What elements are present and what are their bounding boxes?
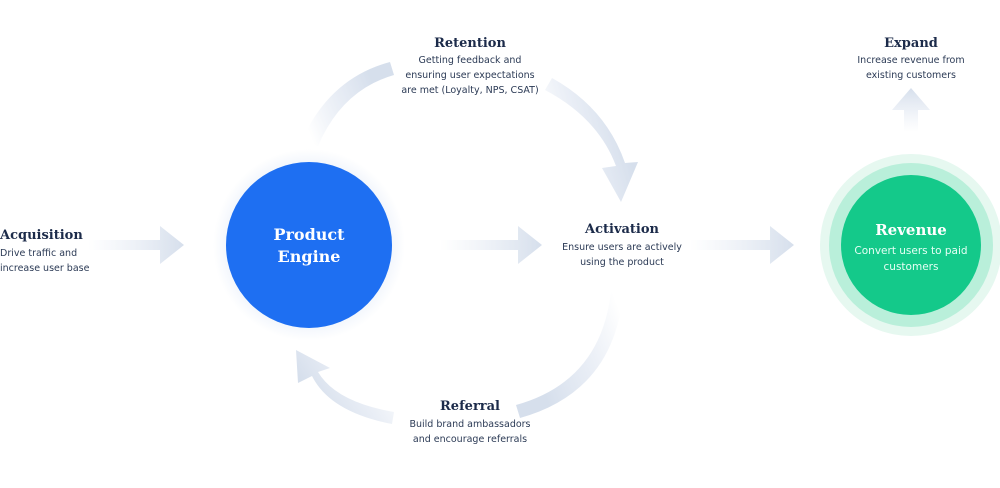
retention-desc-line2: ensuring user expectations bbox=[405, 70, 535, 81]
acquisition-title: Acquisition bbox=[0, 228, 83, 243]
retention-desc-line3: are met (Loyalty, NPS, CSAT) bbox=[401, 85, 539, 96]
activation-desc-line1: Ensure users are actively bbox=[562, 242, 682, 253]
retention-arc-arrow-2 bbox=[545, 78, 638, 202]
expand-desc-line2: existing customers bbox=[865, 70, 956, 81]
activation-desc: Ensure users are actively using the prod… bbox=[547, 240, 697, 270]
engine-circle bbox=[226, 162, 392, 328]
expand-desc: Increase revenue from existing customers bbox=[846, 53, 976, 83]
engine-title-line2: Engine bbox=[277, 247, 341, 266]
referral-desc-line1: Build brand ambassadors bbox=[409, 419, 531, 430]
acquisition-arrow bbox=[88, 226, 184, 264]
expand-title: Expand bbox=[884, 36, 938, 51]
acquisition-desc-line2: increase user base bbox=[0, 263, 90, 274]
retention-desc-line1: Getting feedback and bbox=[418, 55, 522, 66]
revenue-desc: Convert users to paid customers bbox=[846, 243, 976, 275]
revenue-desc-line1: Convert users to paid bbox=[854, 245, 968, 257]
referral-title: Referral bbox=[440, 399, 500, 414]
revenue-circle bbox=[841, 175, 981, 315]
retention-arc-arrow bbox=[302, 62, 394, 146]
activation-desc-line2: using the product bbox=[580, 257, 664, 268]
acquisition-desc-line1: Drive traffic and bbox=[0, 248, 78, 259]
engine-to-activation-arrow bbox=[440, 226, 542, 264]
referral-arc-arrow-2 bbox=[296, 350, 394, 424]
revenue-desc-line2: customers bbox=[883, 261, 939, 273]
activation-to-revenue-arrow bbox=[690, 226, 794, 264]
expand-desc-line1: Increase revenue from bbox=[857, 55, 965, 66]
expand-arrow bbox=[892, 88, 930, 132]
acquisition-desc: Drive traffic and increase user base bbox=[0, 246, 110, 276]
referral-arc-arrow bbox=[516, 280, 624, 418]
revenue-title: Revenue bbox=[875, 221, 947, 239]
referral-desc-line2: and encourage referrals bbox=[412, 434, 528, 445]
retention-title: Retention bbox=[434, 36, 506, 51]
retention-desc: Getting feedback and ensuring user expec… bbox=[390, 53, 550, 98]
referral-desc: Build brand ambassadors and encourage re… bbox=[395, 417, 545, 447]
activation-title: Activation bbox=[585, 222, 659, 237]
engine-title: Product Engine bbox=[239, 224, 379, 268]
engine-title-line1: Product bbox=[273, 225, 345, 244]
